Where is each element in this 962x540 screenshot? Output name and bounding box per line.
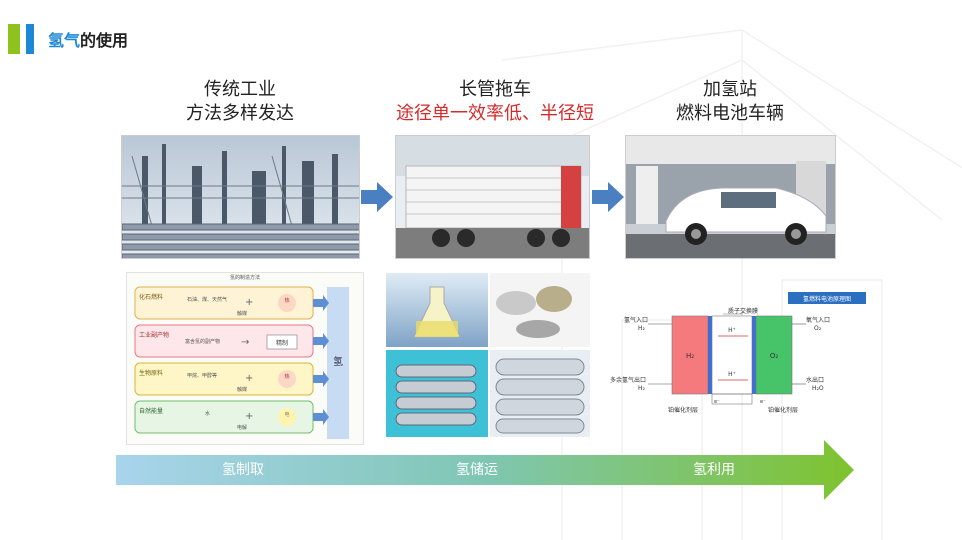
o2-inlet-sub: O₂ <box>814 325 822 332</box>
fuel-cell-title: 氢燃料电池原理图 <box>803 295 851 303</box>
heading-line1: 传统工业 <box>204 79 276 100</box>
arrow-right-icon <box>592 182 624 212</box>
stage-production-label: 氢制取 <box>222 462 264 478</box>
title-rest: 的使用 <box>80 31 129 50</box>
row-items: 水 <box>205 410 210 417</box>
row-items: 甲烷、甲醇等 <box>187 372 217 379</box>
row-label: 化石燃料 <box>139 293 163 301</box>
row-result: 热 <box>284 373 289 380</box>
stage-utilization-label: 氢利用 <box>693 462 735 478</box>
production-row-4: 自然能量 水 + 电解 电 <box>134 400 329 434</box>
h2-outlet-sub: H₂ <box>638 385 646 392</box>
hydrogen-station-photo <box>625 135 836 259</box>
h2-outlet-label: 多余氢气出口 <box>610 376 646 384</box>
row-result: 电 <box>284 411 289 418</box>
row-items: 石油、煤、天然气 <box>187 296 227 303</box>
row-sub: 触媒 <box>237 310 247 317</box>
production-row-3: 生物原料 甲烷、甲醇等 + 触媒 热 <box>134 362 329 396</box>
arrow-right-icon <box>361 182 393 212</box>
column-heading-station: 加氢站 燃料电池车辆 <box>650 78 810 126</box>
heading-line2: 方法多样发达 <box>186 103 294 124</box>
row-label: 自然能量 <box>139 407 163 415</box>
row-sub: 电解 <box>237 424 247 431</box>
catalyst-left-label: 铂催化剂层 <box>668 406 698 414</box>
title-accent-blue <box>26 24 34 54</box>
slide-title: 氢气的使用 <box>48 27 128 51</box>
stage-storage-label: 氢储运 <box>456 462 498 478</box>
hydrogen-production-diagram: 氢的制造方法 氢 化石燃料 石油、煤、天然气 + 触媒 热 工业副产物 富含氢的… <box>126 272 364 445</box>
production-row-2: 工业副产物 富含氢的副产物 → 精制 <box>134 324 329 358</box>
heading-line1: 长管拖车 <box>459 79 531 100</box>
row-sub: 触媒 <box>237 386 247 393</box>
value-chain-arrow <box>116 440 854 500</box>
row-result: 热 <box>284 297 289 304</box>
h2-inlet-sub: H₂ <box>638 325 646 332</box>
column-heading-industry: 传统工业 方法多样发达 <box>160 78 320 126</box>
production-diagram-title: 氢的制造方法 <box>230 274 260 281</box>
electron-left: e⁻ <box>714 399 720 405</box>
membrane-label: 质子交换膜 <box>728 307 758 315</box>
h2-inlet-label: 氢气入口 <box>624 316 648 324</box>
row-op: + <box>245 297 253 308</box>
row-result: 精制 <box>276 339 288 347</box>
row-op: → <box>241 337 249 348</box>
row-items: 富含氢的副产物 <box>185 338 220 345</box>
row-label: 工业副产物 <box>139 331 169 339</box>
catalyst-right-label: 铂催化剂层 <box>768 406 798 414</box>
row-op: + <box>245 373 253 384</box>
water-outlet-label: 水出口 <box>806 376 824 384</box>
fuel-cell-diagram: 氢燃料电池原理图 质子交换膜 H₂ O₂ H⁺ H⁺ e⁻ e⁻ 氢气入口 H₂… <box>608 290 866 422</box>
hydrogen-storage-collage <box>386 273 590 437</box>
slide-title-bar: 氢气的使用 <box>8 24 128 54</box>
title-accent-green <box>8 24 20 54</box>
electron-right: e⁻ <box>760 399 766 405</box>
production-row-1: 化石燃料 石油、煤、天然气 + 触媒 热 <box>134 286 329 320</box>
tube-trailer-photo <box>395 135 590 259</box>
anode-label: H₂ <box>686 352 694 360</box>
proton-label: H⁺ <box>728 327 736 334</box>
production-output-label: 氢 <box>333 355 343 368</box>
heading-line2: 燃料电池车辆 <box>676 103 784 124</box>
title-highlight: 氢气 <box>48 31 81 50</box>
cathode-label: O₂ <box>770 352 779 360</box>
row-label: 生物原料 <box>139 369 163 377</box>
row-op: + <box>245 411 253 422</box>
heading-line2-red: 途径单一效率低、半径短 <box>396 103 594 124</box>
water-outlet-sub: H₂O <box>812 385 824 392</box>
refinery-photo <box>121 135 360 259</box>
proton-label-2: H⁺ <box>728 371 736 378</box>
column-heading-transport: 长管拖车 途径单一效率低、半径短 <box>380 78 610 126</box>
o2-inlet-label: 氧气入口 <box>806 316 830 324</box>
heading-line1: 加氢站 <box>703 79 757 100</box>
